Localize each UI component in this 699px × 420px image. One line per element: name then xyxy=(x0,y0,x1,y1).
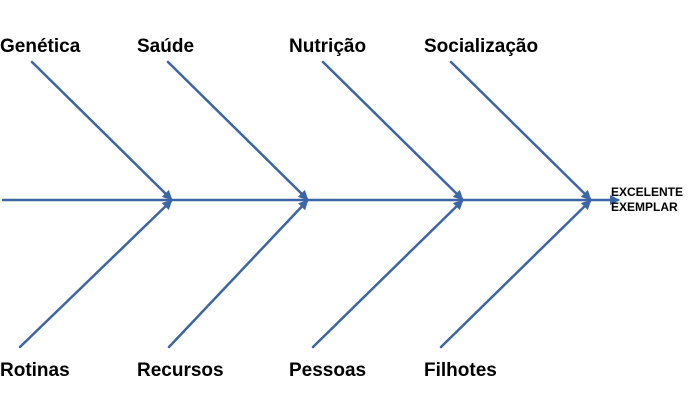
cause-label-genetica: Genética xyxy=(0,36,81,57)
cause-label-pessoas: Pessoas xyxy=(289,360,367,381)
bone-line-rotinas xyxy=(18,199,173,349)
bone-line-genetica xyxy=(30,60,173,201)
cause-label-saude: Saúde xyxy=(137,36,195,57)
bone-line-nutricao xyxy=(321,60,464,201)
bone-line-saude xyxy=(166,60,309,201)
cause-label-filhotes: Filhotes xyxy=(424,360,497,381)
cause-label-nutricao: Nutrição xyxy=(289,36,367,57)
bone-line-filhotes xyxy=(439,199,592,349)
bone-line-socializacao xyxy=(449,60,592,201)
effect-label: EXCELENTE EXEMPLAR xyxy=(611,185,683,215)
cause-label-socializacao: Socialização xyxy=(424,36,539,57)
effect-label-line-2: EXEMPLAR xyxy=(611,200,678,214)
cause-label-recursos: Recursos xyxy=(137,360,224,381)
effect-label-line-1: EXCELENTE xyxy=(611,185,684,199)
bone-line-recursos xyxy=(167,199,309,349)
bone-line-pessoas xyxy=(311,199,464,349)
cause-label-rotinas: Rotinas xyxy=(0,360,70,381)
